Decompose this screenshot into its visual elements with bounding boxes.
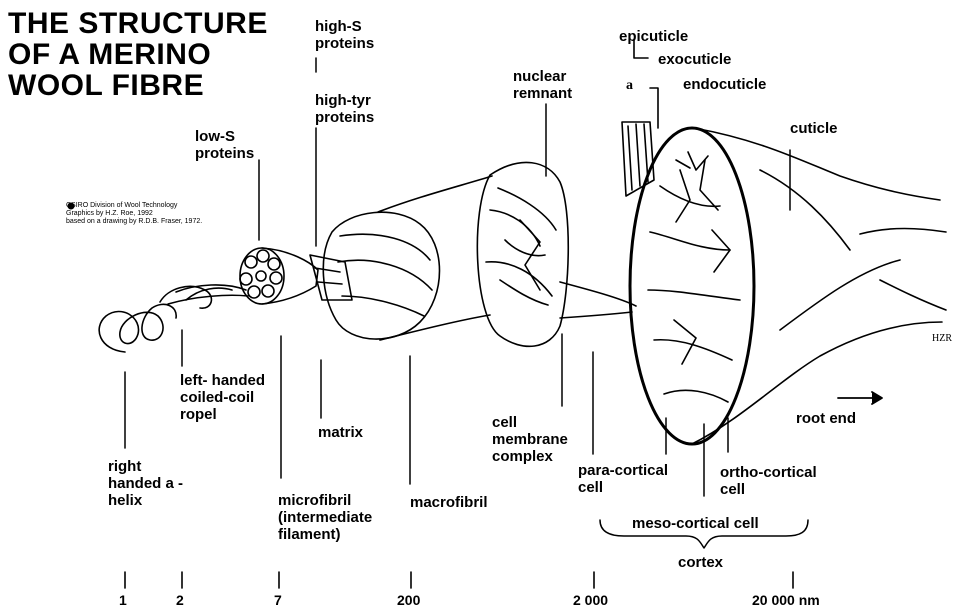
scale-label-6: 20 000 nm bbox=[752, 592, 820, 608]
label-cell-membrane-complex: cell membrane complex bbox=[492, 414, 572, 465]
microfibril-drawing bbox=[240, 248, 318, 304]
label-matrix: matrix bbox=[318, 424, 363, 441]
label-meso-cortical-cell: meso-cortical cell bbox=[632, 515, 759, 532]
macrofibril-drawing bbox=[323, 212, 439, 339]
fibre-shaft-drawing bbox=[692, 128, 946, 444]
transition-cone bbox=[378, 176, 492, 340]
leader-lines bbox=[125, 58, 790, 496]
label-cortex: cortex bbox=[678, 554, 723, 571]
label-a-layer: a bbox=[626, 78, 633, 94]
artist-signature: HZR bbox=[932, 333, 952, 344]
scale-ticks bbox=[125, 572, 793, 588]
diagram-title: THE STRUCTURE OF A MERINO WOOL FIBRE bbox=[8, 8, 308, 101]
fibre-cross-section bbox=[630, 128, 754, 444]
scale-label-5: 2 000 bbox=[573, 592, 608, 608]
credit-line-1: CSIRO Division of Wool Technology bbox=[66, 202, 202, 210]
matrix-drawing bbox=[310, 255, 352, 300]
label-para-cortical-cell: para-cortical cell bbox=[578, 462, 688, 496]
label-low-s-proteins: low-S proteins bbox=[195, 128, 267, 162]
label-macrofibril: macrofibril bbox=[410, 494, 488, 511]
label-root-end: root end bbox=[796, 410, 856, 427]
scale-label-3: 7 bbox=[274, 592, 282, 608]
cortical-cell-drawing bbox=[477, 162, 636, 346]
credit-block: CSIRO Division of Wool Technology Graphi… bbox=[66, 202, 202, 226]
label-high-s-proteins: high-S proteins bbox=[315, 18, 385, 52]
label-endocuticle: endocuticle bbox=[683, 76, 766, 93]
coiled-coil-drawing bbox=[160, 285, 248, 308]
label-ortho-cortical-cell: ortho-cortical cell bbox=[720, 464, 830, 498]
cuticle-layers-drawing bbox=[622, 40, 658, 196]
label-nuclear-remnant: nuclear remnant bbox=[513, 68, 589, 102]
label-high-tyr-proteins: high-tyr proteins bbox=[315, 92, 399, 126]
scale-label-4: 200 bbox=[397, 592, 420, 608]
credit-line-3: based on a drawing by R.D.B. Fraser, 197… bbox=[66, 218, 202, 226]
alpha-helix-drawing bbox=[99, 304, 176, 352]
label-exocuticle: exocuticle bbox=[658, 51, 731, 68]
scale-label-1: 1 bbox=[119, 592, 127, 608]
label-epicuticle: epicuticle bbox=[619, 28, 688, 45]
label-coiled-coil: left- handed coiled-coil ropel bbox=[180, 372, 270, 423]
label-cuticle: cuticle bbox=[790, 120, 838, 137]
credit-line-2: Graphics by H.Z. Roe, 1992 bbox=[66, 210, 202, 218]
label-microfibril: microfibril (intermediate filament) bbox=[278, 492, 388, 543]
label-alpha-helix: right handed a - helix bbox=[108, 458, 198, 509]
root-end-arrow bbox=[838, 392, 882, 404]
scale-label-2: 2 bbox=[176, 592, 184, 608]
